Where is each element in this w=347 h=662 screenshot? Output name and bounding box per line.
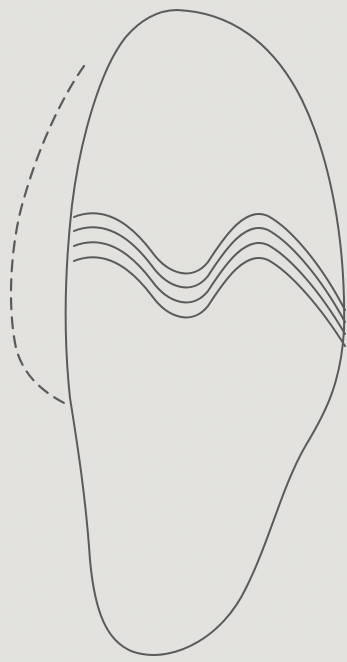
line-drawing-canvas [0,0,347,662]
specimen-line-drawing [0,0,347,662]
paper-texture [0,0,347,662]
